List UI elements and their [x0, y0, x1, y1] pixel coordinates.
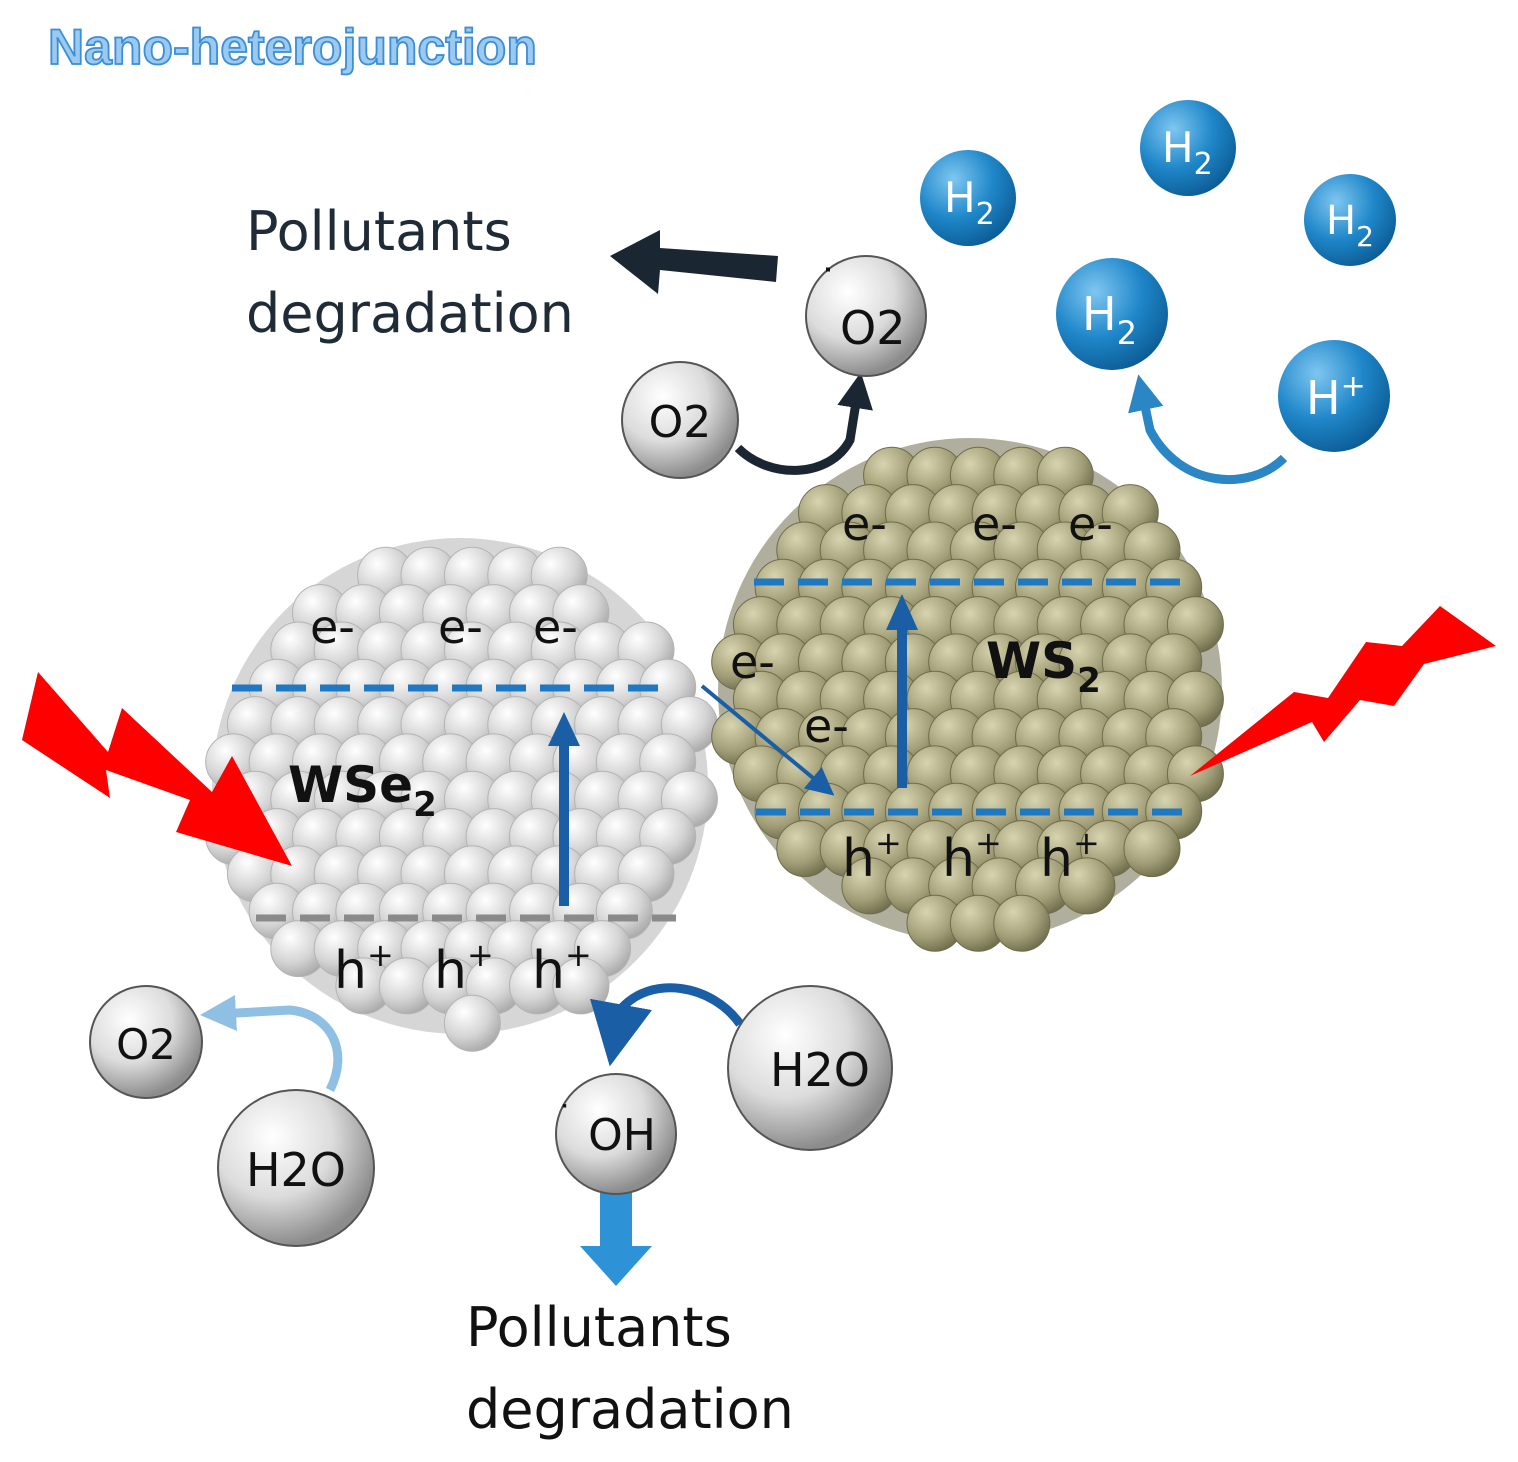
h2-molecule: H2	[1304, 174, 1396, 266]
electron-label: e-	[804, 699, 849, 753]
pollutant-degradation-arrow-icon	[610, 230, 778, 294]
hydroxyl-radical: ˙ OH	[555, 1073, 677, 1195]
hydroxyl-text: OH	[588, 1110, 656, 1161]
pollutants-top-line2: degradation	[246, 282, 574, 345]
o2-molecule-lower: O2	[89, 985, 203, 1099]
o2-molecule-upper: O2	[621, 361, 739, 479]
wse2-label: WSe2	[288, 756, 437, 825]
ws2-excitation-arrowhead	[886, 594, 918, 630]
pollutants-bottom-line1: Pollutants	[466, 1296, 732, 1359]
ws2-holes: h+ h+ h+	[842, 824, 1100, 889]
h2-evolution-arrow	[1128, 374, 1288, 485]
electron-label: e-	[972, 497, 1017, 551]
ws2-label: WS2	[986, 632, 1101, 701]
hydroxyl-dot: ˙	[556, 1099, 573, 1139]
o2-upper-text: O2	[649, 397, 712, 448]
h2-molecule: H2	[920, 150, 1016, 246]
light-bolt-left-icon	[22, 672, 292, 866]
pollutants-top-line1: Pollutants	[246, 200, 512, 263]
o2-lower-text: O2	[116, 1020, 176, 1069]
superoxide-molecule: ˙ O2	[805, 255, 927, 377]
light-bolt-right-icon	[1190, 606, 1496, 776]
atom-sphere	[443, 994, 501, 1052]
o2-reduction-arrow	[734, 372, 873, 475]
hole-label: h+	[334, 936, 394, 1001]
electron-label: e-	[730, 635, 775, 689]
h2o-right-text: H2O	[770, 1043, 870, 1097]
wse2-excitation-arrowhead	[548, 712, 580, 746]
electron-transfer-arrow	[700, 684, 835, 796]
diagram-title: Nano-heterojunction	[48, 19, 537, 75]
svg-text:H2: H2	[1162, 123, 1213, 182]
proton-ion: H+	[1278, 340, 1390, 452]
svg-text:H2: H2	[1326, 198, 1374, 253]
hole-label: h+	[842, 824, 902, 889]
electron-label: e-	[438, 600, 483, 654]
pollutants-bottom-line2: degradation	[466, 1378, 794, 1441]
wse2-holes: h+ h+ h+	[334, 936, 592, 1001]
svg-text:H2: H2	[944, 173, 995, 232]
superoxide-text: O2	[840, 301, 905, 355]
electron-label: e-	[533, 600, 578, 654]
ws2-particle	[711, 438, 1224, 952]
atom-sphere	[1058, 857, 1116, 915]
hole-label: h+	[434, 936, 494, 1001]
atom-sphere	[1123, 820, 1181, 878]
wse2-particle	[205, 538, 718, 1052]
electron-label: e-	[1068, 497, 1113, 551]
h2o-left-text: H2O	[246, 1143, 346, 1197]
hole-label: h+	[1040, 824, 1100, 889]
svg-text:H+: H+	[1306, 369, 1366, 425]
h2o-molecule-left: H2O	[217, 1089, 375, 1247]
hydroxyl-degradation-arrow-icon	[580, 1192, 652, 1286]
wse2-electrons: e- e- e-	[310, 600, 578, 654]
superoxide-dot: ˙	[818, 262, 838, 308]
hole-label: h+	[942, 824, 1002, 889]
hole-label: h+	[532, 936, 592, 1001]
h2o-molecule-right: H2O	[727, 985, 893, 1151]
h2-molecule: H2	[1140, 100, 1236, 196]
ws2-electrons: e- e- e- e- e-	[730, 497, 1113, 753]
atom-sphere	[993, 894, 1051, 952]
hydroxyl-formation-arrow	[590, 983, 744, 1067]
svg-text:H2: H2	[1082, 287, 1137, 352]
water-oxidation-arrow	[200, 995, 343, 1093]
h2-molecule: H2	[1056, 258, 1168, 370]
electron-label: e-	[842, 497, 887, 551]
electron-label: e-	[310, 600, 355, 654]
